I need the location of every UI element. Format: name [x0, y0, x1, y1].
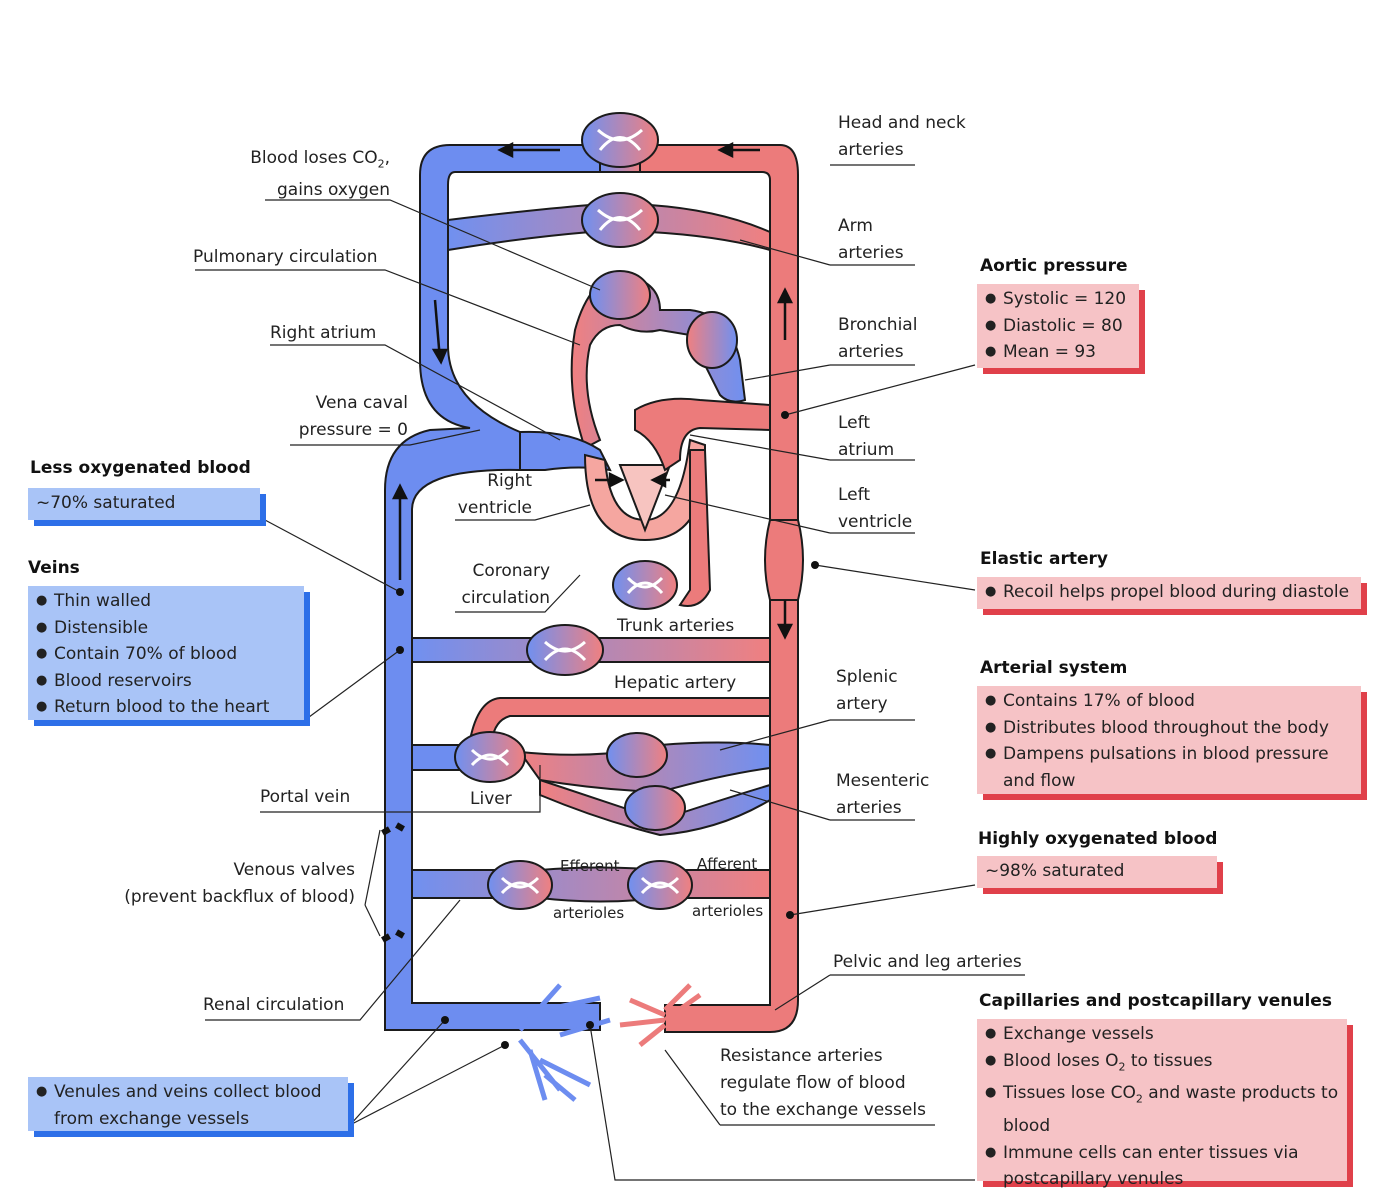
aortic-item: Diastolic = 80 [985, 313, 1131, 340]
aortic-pressure-box: Systolic = 120 Diastolic = 80 Mean = 93 [977, 284, 1139, 368]
aortic-pressure-title: Aortic pressure [980, 256, 1128, 276]
veins-item: Return blood to the heart [36, 694, 296, 721]
highly-oxygenated-box: ~98% saturated [977, 856, 1217, 888]
capillaries-box: Exchange vessels Blood loses O2 to tissu… [977, 1019, 1347, 1181]
elastic-artery-title: Elastic artery [980, 549, 1108, 569]
highly-oxygenated-title: Highly oxygenated blood [978, 829, 1217, 849]
aortic-item: Systolic = 120 [985, 286, 1131, 313]
afferent-arterioles-label: arterioles [692, 898, 763, 925]
efferent-label: Efferent [560, 853, 620, 880]
highly-oxygenated-value: ~98% saturated [985, 861, 1124, 881]
renal-circulation-label: Renal circulation [203, 992, 344, 1019]
capillaries-item: Tissues lose CO2 and waste products to b… [985, 1080, 1343, 1139]
capillaries-item: Blood loses O2 to tissues [985, 1048, 1339, 1081]
arterial-system-title: Arterial system [980, 658, 1127, 678]
less-oxygenated-box: ~70% saturated [28, 488, 260, 520]
venous-valves-label: Venous valves(prevent backflux of blood) [110, 857, 355, 911]
blood-loses-co2-label: Blood loses CO2, gains oxygen [240, 145, 390, 204]
arterial-system-box: Contains 17% of blood Distributes blood … [977, 686, 1361, 794]
portal-vein-label: Portal vein [260, 784, 350, 811]
pulmonary-circulation-label: Pulmonary circulation [193, 244, 378, 271]
elastic-artery-bulge [765, 520, 803, 600]
efferent-arterioles-label: arterioles [553, 900, 624, 927]
hepatic-artery-label: Hepatic artery [614, 670, 736, 697]
veins-item: Thin walled [36, 588, 296, 615]
less-oxygenated-title: Less oxygenated blood [30, 458, 251, 478]
liver-label: Liver [470, 786, 512, 813]
veins-item: Contain 70% of blood [36, 641, 296, 668]
pelvic-leg-arteries-label: Pelvic and leg arteries [833, 949, 1022, 976]
arterial-item: Distributes blood throughout the body [985, 715, 1353, 742]
trunk-arteries-label: Trunk arteries [617, 613, 734, 640]
arterial-item: Contains 17% of blood [985, 688, 1353, 715]
less-oxygenated-value: ~70% saturated [36, 493, 175, 513]
branch-vessels [412, 145, 770, 902]
veins-item: Distensible [36, 615, 296, 642]
elastic-artery-box: Recoil helps propel blood during diastol… [977, 577, 1361, 609]
veins-item: Blood reservoirs [36, 668, 296, 695]
capillaries-item: Immune cells can enter tissues via postc… [985, 1140, 1343, 1193]
veins-list: Thin walled Distensible Contain 70% of b… [36, 588, 296, 721]
capillaries-title: Capillaries and postcapillary venules [979, 991, 1332, 1011]
veins-box: Thin walled Distensible Contain 70% of b… [28, 586, 304, 720]
right-atrium-label: Right atrium [270, 320, 376, 347]
arterial-item: Dampens pulsations in blood pressure and… [985, 741, 1333, 794]
capillaries-item: Exchange vessels [985, 1021, 1339, 1048]
afferent-label: Afferent [697, 851, 757, 878]
aortic-item: Mean = 93 [985, 339, 1131, 366]
elastic-item: Recoil helps propel blood during diastol… [985, 579, 1353, 606]
veins-title: Veins [28, 558, 80, 578]
